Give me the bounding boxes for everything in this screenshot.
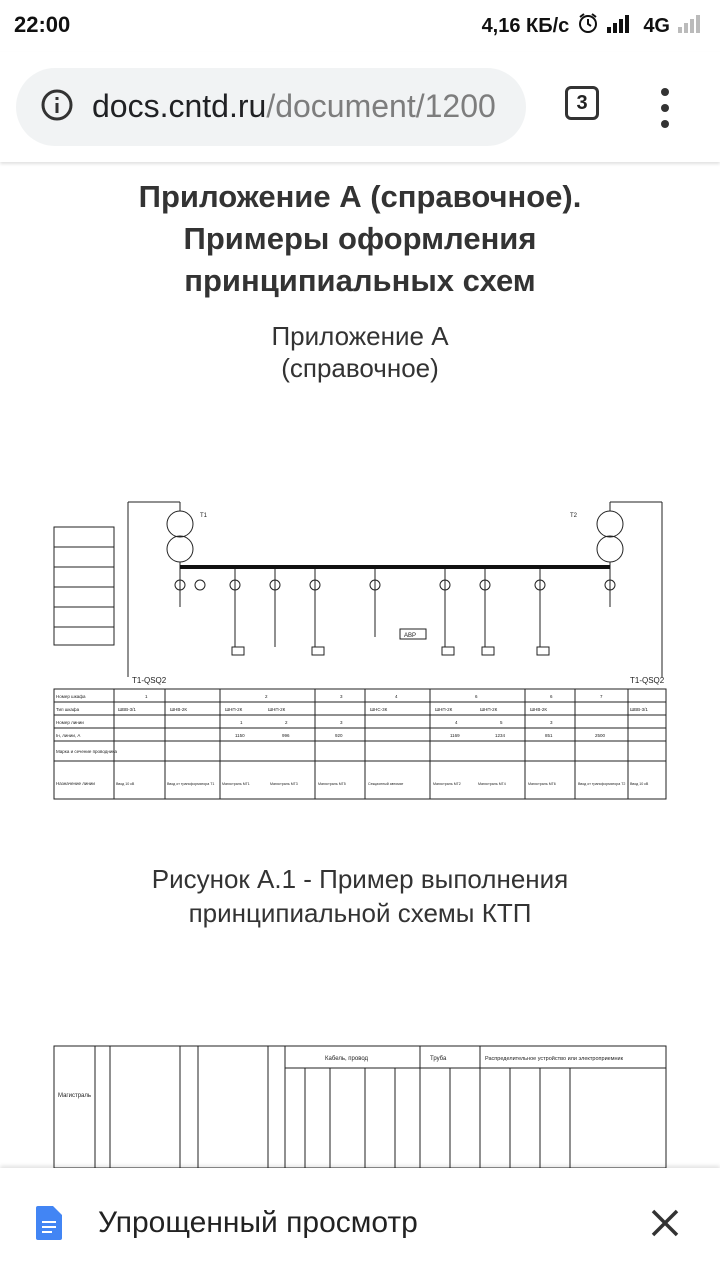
line-number: 1 <box>240 720 243 725</box>
network-type: 4G <box>643 14 670 37</box>
line-purpose: Секционный автомат <box>368 782 404 786</box>
caption-line1: Рисунок А.1 - Пример выполнения <box>151 864 569 894</box>
line-purpose: Магистраль МГ2 <box>433 782 461 786</box>
signal-icon <box>607 13 635 39</box>
line-purpose: Магистраль МГ5 <box>318 782 346 786</box>
cable-table: Магистраль Кабель, провод Труба Распреде… <box>53 1045 667 1168</box>
url-domain: docs.cntd.ru <box>92 88 267 124</box>
net-speed: 4,16 КБ/с <box>481 14 570 37</box>
page-content: Приложение А (справочное). Примеры оформ… <box>0 162 720 1168</box>
cabinet-type: ШВВ-3/1 <box>630 707 648 712</box>
diagram-row-label: Iн, линии, А <box>56 733 80 738</box>
tab-switcher-button[interactable]: 3 <box>565 86 599 120</box>
diagram-row-label: Марка и сечение проводника <box>56 749 117 754</box>
status-indicators: 4,16 КБ/с 4G <box>482 12 706 40</box>
browser-toolbar: docs.cntd.ru/document/1200 3 <box>0 52 720 162</box>
line-current: 851 <box>545 733 553 738</box>
col-main-label: Магистраль <box>58 1093 91 1099</box>
cabinet-number: 1 <box>145 694 148 699</box>
line-number: 2 <box>285 720 288 725</box>
page-title-line1: Приложение А (справочное). <box>138 179 582 214</box>
cabinet-type: ШНП-2К <box>268 707 286 712</box>
avr-label: АВР <box>404 633 416 639</box>
line-purpose: Ввод от трансформатора Т2 <box>578 782 625 786</box>
cabinet-type: ШНС-3К <box>370 707 388 712</box>
simplified-view-bar[interactable]: Упрощенный просмотр <box>0 1168 720 1280</box>
line-current: 2500 <box>595 733 606 738</box>
cabinet-number: 6 <box>550 694 553 699</box>
close-icon[interactable] <box>650 1208 680 1238</box>
cabinet-number: 6 <box>475 694 478 699</box>
transformer-t1-label: T1 <box>200 513 208 519</box>
line-number: 4 <box>455 720 458 725</box>
page-title-line2: Примеры оформления <box>183 221 537 256</box>
cabinet-number: 3 <box>340 694 343 699</box>
page-title: Приложение А (справочное). Примеры оформ… <box>60 176 660 302</box>
page-title-line3: принципиальных схем <box>184 263 536 298</box>
cabinet-type: ШНВ-2К <box>530 707 547 712</box>
line-purpose: Магистраль МГ3 <box>270 782 298 786</box>
alarm-icon <box>577 12 599 40</box>
caption-line2: принципиальной схемы КТП <box>188 898 532 928</box>
cabinet-type: ШНП-2К <box>435 707 453 712</box>
cabinet-number: 2 <box>265 694 268 699</box>
line-purpose: Магистраль МГ1 <box>222 782 250 786</box>
cabinet-number: 4 <box>395 694 398 699</box>
more-vert-icon[interactable] <box>655 86 675 130</box>
url-path: /document/1200 <box>266 88 496 124</box>
line-purpose: Магистраль МГ6 <box>528 782 556 786</box>
diagram-row-label: Назначение линии <box>56 781 95 786</box>
diagram-row-label: Тип шкафа <box>56 707 80 712</box>
appendix-subtitle: Приложение А (справочное) <box>160 320 560 384</box>
line-current: 1234 <box>495 733 506 738</box>
col-cable-label: Кабель, провод <box>325 1056 369 1062</box>
diagram-row-label: Номер линии <box>56 720 84 725</box>
schematic-diagram: T1-QSQ2 T1-QSQ2 T1 T2 АВР Номер шкафаТип… <box>53 501 667 800</box>
line-number: 3 <box>340 720 343 725</box>
cabinet-number: 7 <box>600 694 603 699</box>
cabinet-type: ШВВ-3/1 <box>118 707 136 712</box>
left-breaker-label: T1-QSQ2 <box>132 676 167 685</box>
line-current: 996 <box>282 733 290 738</box>
right-breaker-label: T1-QSQ2 <box>630 676 665 685</box>
line-number: 3 <box>550 720 553 725</box>
google-docs-icon <box>36 1206 62 1240</box>
col-device-label: Распределительное устройство или электро… <box>485 1055 624 1062</box>
simplified-view-label[interactable]: Упрощенный просмотр <box>98 1206 418 1239</box>
line-purpose: Ввод 10 кВ <box>116 782 135 786</box>
subtitle-line2: (справочное) <box>281 353 439 383</box>
line-purpose: Магистраль МГ4 <box>478 782 506 786</box>
cabinet-type: ШНП-2К <box>480 707 498 712</box>
url-text[interactable]: docs.cntd.ru/document/1200 <box>92 88 522 125</box>
line-number: 5 <box>500 720 503 725</box>
status-time: 22:00 <box>14 12 71 37</box>
cabinet-type: ШНВ-2К <box>170 707 187 712</box>
cabinet-type: ШНП-2К <box>225 707 243 712</box>
info-icon[interactable] <box>40 88 74 122</box>
subtitle-line1: Приложение А <box>271 321 449 351</box>
diagram-row-label: Номер шкафа <box>56 694 86 699</box>
transformer-t2-label: T2 <box>570 513 578 519</box>
line-current: 1150 <box>235 733 245 738</box>
figure-caption: Рисунок А.1 - Пример выполнения принципи… <box>60 862 660 930</box>
status-bar: 22:00 4,16 КБ/с 4G <box>0 0 720 52</box>
line-purpose: Ввод 10 кВ <box>630 782 649 786</box>
line-current: 920 <box>335 733 343 738</box>
line-current: 1169 <box>450 733 460 738</box>
address-bar[interactable]: docs.cntd.ru/document/1200 <box>16 68 526 146</box>
col-pipe-label: Труба <box>430 1056 447 1062</box>
signal-icon-secondary <box>678 13 706 39</box>
line-purpose: Ввод от трансформатора Т1 <box>167 782 214 786</box>
